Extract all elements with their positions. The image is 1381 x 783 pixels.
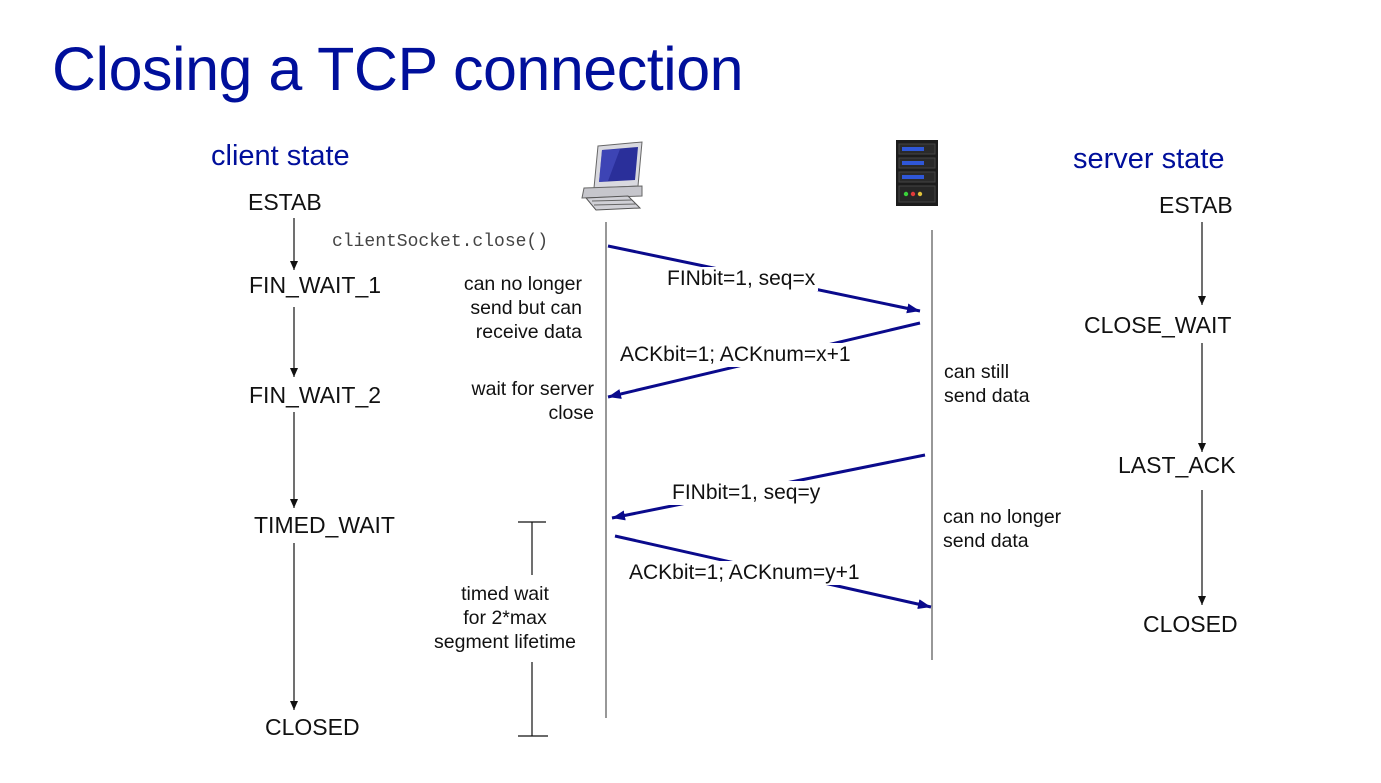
note-server-can-send: can still send data [944,361,1030,407]
desktop-computer-icon [581,141,643,211]
server-rack-icon [896,140,938,206]
client-state-closed: CLOSED [265,714,360,740]
fin-client-label: FINbit=1, seq=x [664,267,819,291]
note-timed-wait: timed wait for 2*max segment lifetime [434,583,576,653]
note-wait-server: wait for server close [471,378,594,424]
page-title: Closing a TCP connection [52,35,744,103]
fin-server-label: FINbit=1, seq=y [669,481,824,505]
client-state-header: client state [211,140,350,172]
client-state-estab: ESTAB [248,189,322,215]
ack-server-label: ACKbit=1; ACKnum=x+1 [617,343,854,367]
client-close-call: clientSocket.close() [332,232,549,252]
ack-client-label: ACKbit=1; ACKnum=y+1 [626,561,863,585]
server-state-estab: ESTAB [1159,192,1233,218]
server-state-close-wait: CLOSE_WAIT [1084,312,1232,338]
server-state-last-ack: LAST_ACK [1118,452,1236,478]
client-state-fin-wait-2: FIN_WAIT_2 [249,382,382,408]
note-client-no-send: can no longer send but can receive data [463,273,582,343]
client-state-timed-wait: TIMED_WAIT [254,512,395,538]
server-state-header: server state [1073,143,1225,175]
timed-wait-bracket [518,521,548,737]
client-state-fin-wait-1: FIN_WAIT_1 [249,272,382,298]
server-state-closed: CLOSED [1143,611,1238,637]
note-server-no-send: can no longer send data [943,506,1062,552]
